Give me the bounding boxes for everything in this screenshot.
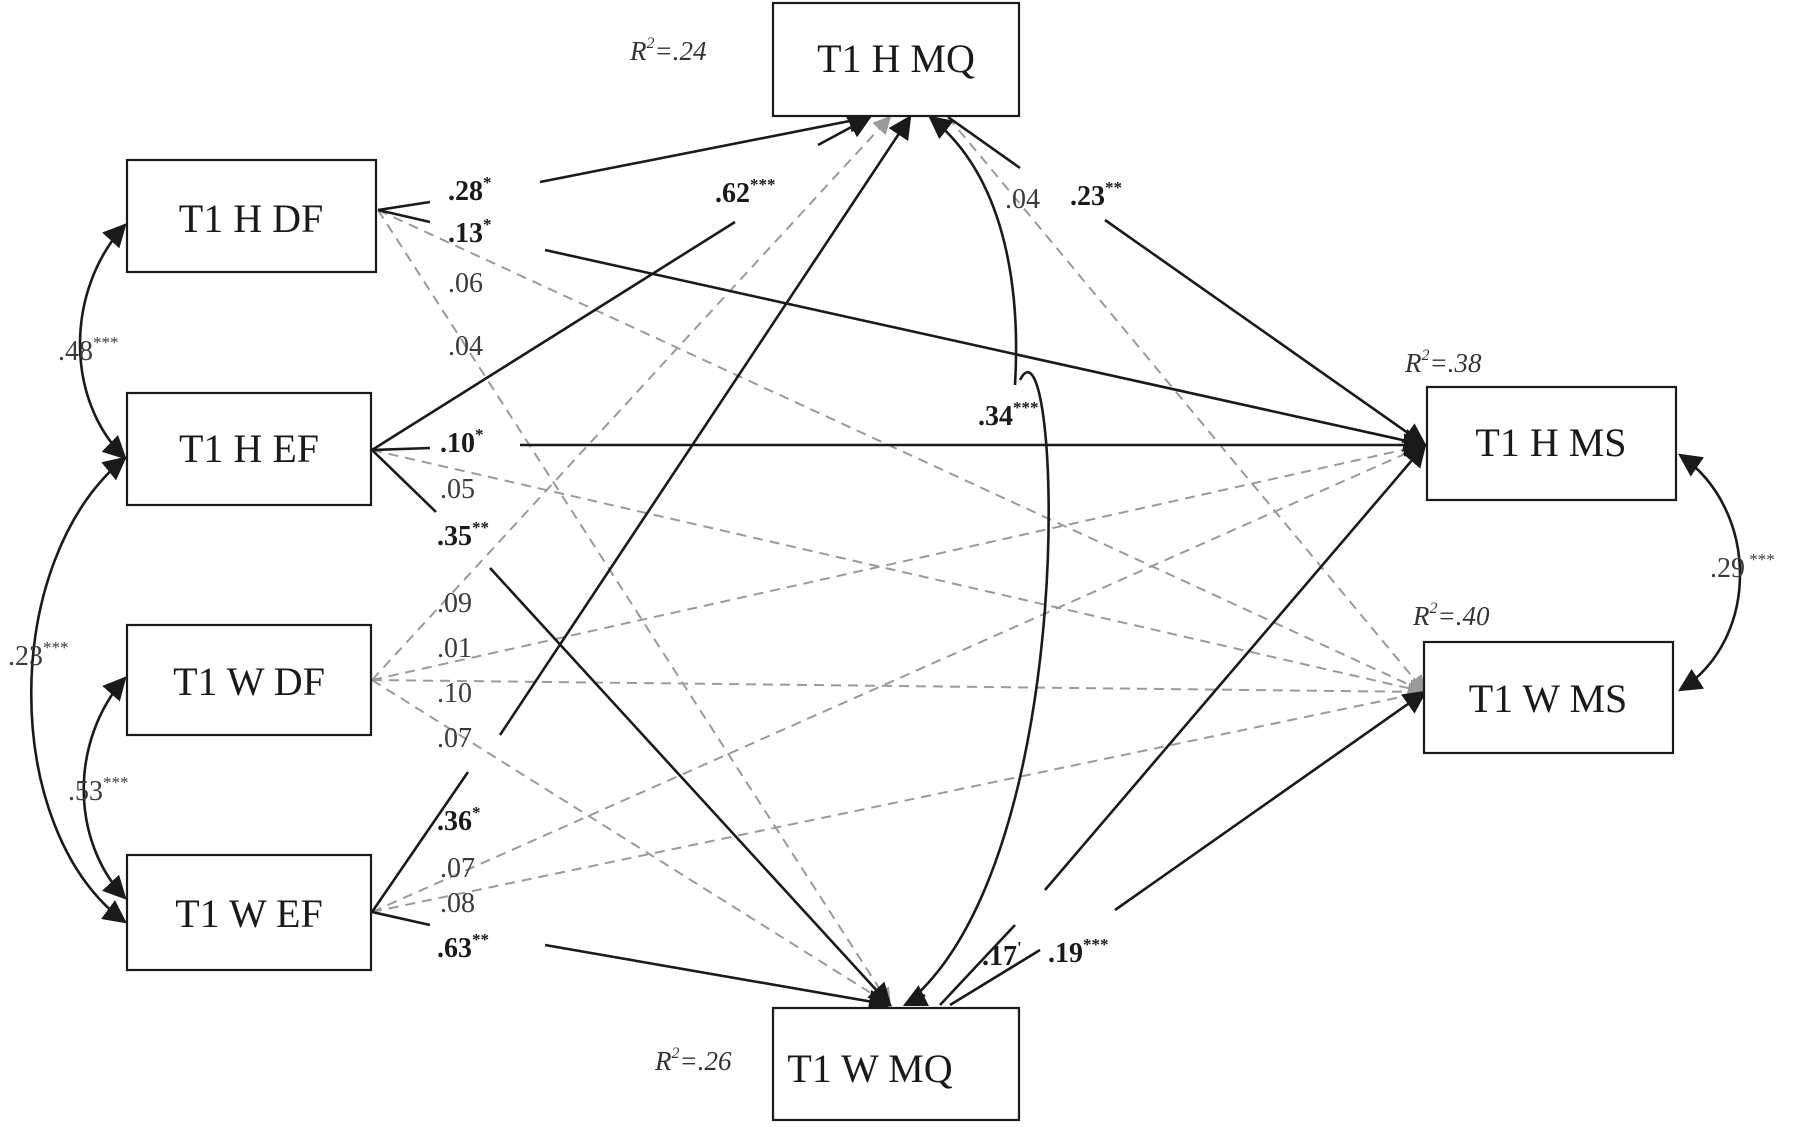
path-wef-wmq [371, 910, 890, 1005]
coef-wef-hms: .07 [440, 853, 475, 884]
corr-hef-wef [30, 456, 127, 924]
coef-wef-wms: .08 [440, 888, 475, 919]
coef-hef-hms: .10* [440, 425, 484, 459]
node-label: T1 W MQ [787, 1046, 952, 1091]
correlation-labels: .48*** .23*** .53*** .29 *** [8, 333, 1775, 807]
coef-hdf-wms: .06 [448, 268, 483, 299]
path-hef-hms [371, 445, 1425, 450]
coef-hmq-hms: .23** [1070, 178, 1122, 212]
node-w-ef: T1 W EF [125, 853, 373, 972]
coef-wef-hmq: .36* [437, 803, 481, 837]
path-hdf-hmq [377, 117, 870, 212]
r2-w-ms: R2=.40 [1412, 600, 1490, 631]
coef-hdf-hms: .13* [448, 215, 492, 249]
corr-wdf-wef [82, 676, 127, 900]
corr-hms-wms [1678, 453, 1742, 692]
corr-hdf-hef [78, 223, 127, 460]
node-h-ms: T1 H MS [1425, 385, 1678, 502]
path-reciprocal-top [928, 115, 1018, 386]
path-wdf-hms [371, 439, 1427, 681]
node-h-ef: T1 H EF [125, 391, 373, 507]
coef-reciprocal: .34*** [978, 398, 1039, 432]
corr-label-hef-wef: .23*** [8, 638, 69, 672]
node-w-mq: T1 W MQ [771, 1006, 1021, 1122]
node-label: T1 W EF [175, 891, 322, 936]
path-wef-hms [371, 443, 1427, 913]
coef-hdf-hmq: .28* [448, 173, 492, 207]
path-hef-wmq [371, 449, 890, 1005]
coef-wmq-wms: .19*** [1048, 935, 1109, 969]
node-h-mq: T1 H MQ [771, 1, 1021, 118]
path-wmq-wms [949, 692, 1425, 1007]
corr-label-wdf-wef: .53*** [68, 773, 129, 807]
correlation-arcs [30, 223, 1742, 924]
coef-hdf-wmq: .04 [448, 331, 483, 362]
coef-wdf-hmq: .09 [437, 588, 472, 619]
coef-wdf-wms: .10 [437, 678, 472, 709]
path-hmq-hms [947, 115, 1425, 445]
node-label: T1 H MS [1475, 420, 1626, 465]
coef-wdf-wmq: .07 [437, 723, 472, 754]
corr-label-hms-wms: .29 *** [1710, 550, 1775, 584]
path-hdf-wms [377, 209, 1427, 694]
node-h-df: T1 H DF [125, 158, 378, 274]
path-hef-hms-gray [371, 449, 1427, 698]
r2-h-mq: R2=.24 [629, 35, 706, 66]
path-hef-hmq [371, 117, 870, 452]
node-label: T1 H MQ [817, 36, 975, 81]
coef-hef-hmq: .62*** [715, 175, 776, 209]
node-label: T1 H EF [179, 426, 319, 471]
r2-h-ms: R2=.38 [1404, 347, 1482, 378]
path-hmq-wms [947, 116, 1427, 694]
path-hdf-wmq [377, 209, 891, 1007]
node-w-ms: T1 W MS [1422, 640, 1675, 755]
path-wef-wms [371, 686, 1427, 913]
path-wef-hmq [370, 117, 910, 913]
path-wmq-hms [939, 445, 1425, 1006]
node-label: T1 H DF [179, 196, 323, 241]
coef-hef-wmq: .35** [437, 518, 489, 552]
coef-wdf-hms: .01 [437, 633, 472, 664]
coef-wef-wmq: .63** [437, 930, 489, 964]
nonsignificant-paths [371, 115, 1427, 1007]
path-reciprocal-bottom-head [902, 985, 930, 1007]
path-hmq-wmq-reciprocal [904, 370, 1050, 1007]
coef-hef-wms: .05 [440, 474, 475, 505]
coefficient-labels: .28* .13* .06 .04 .62*** .04 .23** .34**… [437, 173, 1122, 972]
coef-hmq-wms: .04 [1005, 184, 1040, 215]
path-wdf-hmq [371, 115, 892, 681]
path-hdf-hms [377, 208, 1425, 445]
coef-wmq-hms: .17' [982, 938, 1022, 972]
node-label: T1 W MS [1469, 676, 1628, 721]
corr-label-hdf-hef: .48*** [58, 333, 119, 367]
path-wdf-wms [371, 679, 1427, 701]
node-label: T1 W DF [173, 659, 325, 704]
significant-paths [370, 115, 1425, 1007]
r2-w-mq: R2=.26 [654, 1045, 732, 1076]
node-w-df: T1 W DF [125, 623, 373, 737]
